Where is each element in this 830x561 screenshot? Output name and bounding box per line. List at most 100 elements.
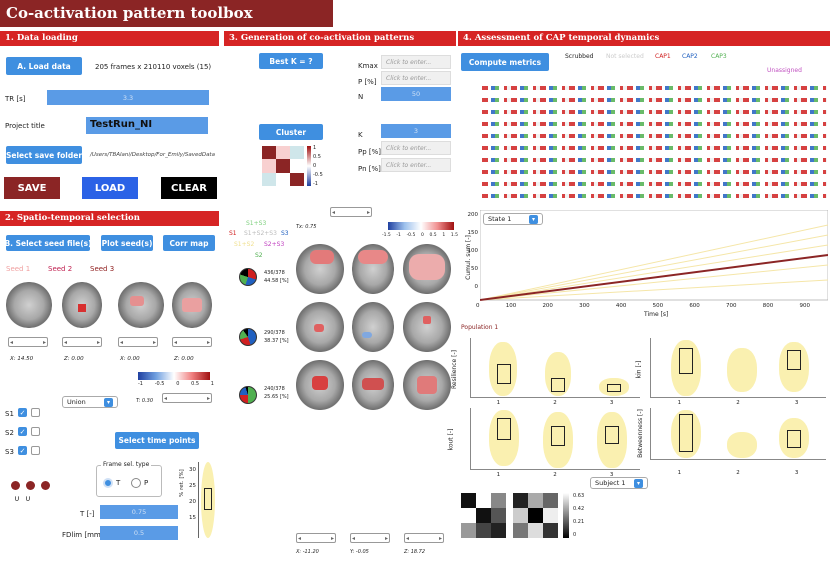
fd-label: FDlim [mm] <box>62 531 104 539</box>
corr-brain-axial <box>172 282 212 328</box>
gs-tick: 0.63 <box>573 493 585 499</box>
state-dropdown[interactable]: State 1▾ <box>483 213 543 225</box>
gray-colorbar <box>563 493 569 538</box>
pn-label: Pn [%] <box>358 165 381 173</box>
s2-check-a[interactable]: ✓ <box>18 427 27 436</box>
seed-logic-icon: ∪ ∪ <box>11 481 50 503</box>
venn-s2s3: S2+S3 <box>264 241 285 248</box>
cat-tick: 1 <box>496 472 501 478</box>
select-save-folder-button[interactable]: Select save folder <box>6 146 82 164</box>
cap2-sagittal <box>296 302 344 352</box>
s2-check-b[interactable] <box>31 427 40 436</box>
cap-slider-x[interactable]: ◂▸ <box>296 533 336 543</box>
coord-x1: X: 14.50 <box>10 356 34 362</box>
corr-brain-sagittal <box>118 282 164 328</box>
venn-s1s2: S1+S2 <box>234 241 255 248</box>
p-label: P [%] <box>358 78 377 86</box>
slider-x1[interactable]: ◂▸ <box>8 337 48 347</box>
n-input[interactable]: 50 <box>381 87 451 101</box>
pp-input[interactable]: Click to enter... <box>381 141 451 155</box>
select-seed-files-button[interactable]: B. Select seed file(s) <box>4 235 92 251</box>
cap-cb-tick: 1.5 <box>450 233 458 238</box>
cap1-sagittal <box>296 244 344 294</box>
ret-tick: 15 <box>189 515 196 521</box>
load-data-button[interactable]: A. Load data <box>6 57 82 75</box>
section-2-header: 2. Spatio-temporal selection <box>0 211 219 226</box>
cluster-button[interactable]: Cluster <box>259 124 323 140</box>
legend-not-selected: Not selected <box>606 53 644 60</box>
cb-tick: 0 <box>176 381 180 387</box>
corr-tick: 0 <box>313 163 317 169</box>
kin-plot <box>650 338 826 398</box>
tr-input[interactable]: 3.3 <box>47 90 209 105</box>
project-title-input[interactable]: TestRun_NI <box>86 117 208 134</box>
t-param-input[interactable]: 0.75 <box>100 505 178 519</box>
slider-x2[interactable]: ◂▸ <box>118 337 158 347</box>
fd-input[interactable]: 0.5 <box>100 526 178 540</box>
x-tick: 300 <box>579 303 590 309</box>
pn-input[interactable]: Click to enter... <box>381 158 451 172</box>
cap3-count: 240/378 <box>264 386 285 392</box>
x-tick: 100 <box>505 303 517 309</box>
cap1-pie <box>239 268 257 286</box>
t-slider[interactable]: ◂▸ <box>162 393 212 403</box>
union-dropdown[interactable]: Union▾ <box>62 396 118 408</box>
radio-p[interactable] <box>131 478 141 488</box>
subject-dropdown[interactable]: Subject 1▾ <box>590 477 648 489</box>
cap-cb-tick: 1 <box>442 233 446 238</box>
save-button[interactable]: SAVE <box>4 177 60 199</box>
cap-slider-z[interactable]: ◂▸ <box>404 533 444 543</box>
s1-check-b[interactable] <box>31 408 40 417</box>
cap1-coronal <box>352 244 394 294</box>
subject-label: Subject 1 <box>595 479 626 487</box>
betweenness-ylabel: Betweenness [-] <box>636 409 644 458</box>
t-param-label: T [-] <box>80 510 95 518</box>
slider-z2[interactable]: ◂▸ <box>172 337 212 347</box>
cap-slider-y[interactable]: ◂▸ <box>350 533 390 543</box>
load-button[interactable]: LOAD <box>82 177 138 199</box>
select-time-points-button[interactable]: Select time points <box>115 432 199 449</box>
cap1-axial <box>403 244 451 294</box>
clear-button[interactable]: CLEAR <box>161 177 217 199</box>
coord-z2: Z: 0.00 <box>174 356 194 362</box>
s3-check-a[interactable]: ✓ <box>18 446 27 455</box>
section-3-header: 3. Generation of co-activation patterns <box>224 31 456 46</box>
corr-map-button[interactable]: Corr map <box>163 235 215 251</box>
best-k-button[interactable]: Best K = ? <box>259 53 323 69</box>
compute-metrics-button[interactable]: Compute metrics <box>461 53 549 71</box>
check-label-s2: S2 <box>5 429 14 437</box>
p-input[interactable]: Click to enter... <box>381 71 451 85</box>
cap3-coronal <box>352 360 394 410</box>
seed-brain-sagittal <box>6 282 52 328</box>
cap1-count: 436/378 <box>264 270 285 276</box>
radio-t[interactable] <box>103 478 113 488</box>
frame-sel-label: Frame sel. type <box>101 461 152 468</box>
kmax-input[interactable]: Click to enter... <box>381 55 451 69</box>
tx-slider[interactable]: ◂▸ <box>330 207 372 217</box>
cat-tick: 3 <box>609 472 614 478</box>
slider-z1[interactable]: ◂▸ <box>62 337 102 347</box>
transition-matrix-1 <box>461 493 506 538</box>
gs-tick: 0 <box>573 532 577 538</box>
n-label: N <box>358 93 364 101</box>
transition-matrix-2 <box>513 493 558 538</box>
kout-ylabel: kout [-] <box>447 428 455 451</box>
save-path: /Users/TBAlani/Desktop/For_Emily/SavedDa… <box>90 152 215 158</box>
k-input[interactable]: 3 <box>381 124 451 138</box>
cap-coord-y: Y: -0.05 <box>350 549 369 555</box>
frame-selection-group: Frame sel. type T P <box>96 461 162 497</box>
cap3-pie <box>239 386 257 404</box>
k-label: K <box>358 131 363 139</box>
legend-cap1: CAP1 <box>655 53 671 60</box>
s1-check-a[interactable]: ✓ <box>18 408 27 417</box>
plot-seeds-button[interactable]: Plot seed(s) <box>101 235 153 251</box>
s3-check-b[interactable] <box>31 446 40 455</box>
tr-label: TR [s] <box>5 95 26 103</box>
cat-tick: 1 <box>677 400 682 406</box>
x-tick: 500 <box>652 303 664 309</box>
